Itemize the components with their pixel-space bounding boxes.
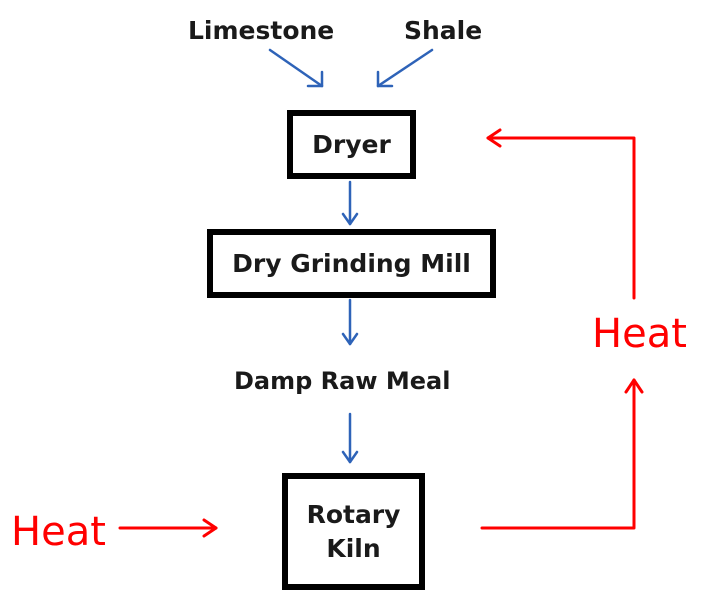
dryer-box: Dryer [287,110,416,179]
heat-to-dryer-arrow [486,128,636,300]
heat-input-arrow [118,518,218,538]
limestone-label: Limestone [188,16,335,45]
dryer-label: Dryer [312,130,391,159]
heat-recycle-label: Heat [592,311,687,357]
dryer-to-mill-arrow [341,180,359,226]
dry-grinding-mill-box: Dry Grinding Mill [207,229,496,298]
shale-label: Shale [404,16,483,45]
limestone-arrow [268,48,324,88]
rotary-kiln-label-line1: Rotary [306,499,401,529]
meal-to-kiln-arrow [341,412,359,464]
dry-grinding-mill-label: Dry Grinding Mill [232,249,471,278]
mill-to-meal-arrow [341,298,359,346]
damp-raw-meal-label: Damp Raw Meal [234,367,451,395]
heat-input-label: Heat [11,509,106,555]
rotary-kiln-box: Rotary Kiln [282,473,425,590]
shale-arrow [376,48,434,88]
rotary-kiln-label-line2: Kiln [326,533,381,563]
heat-exhaust-line [480,378,644,530]
